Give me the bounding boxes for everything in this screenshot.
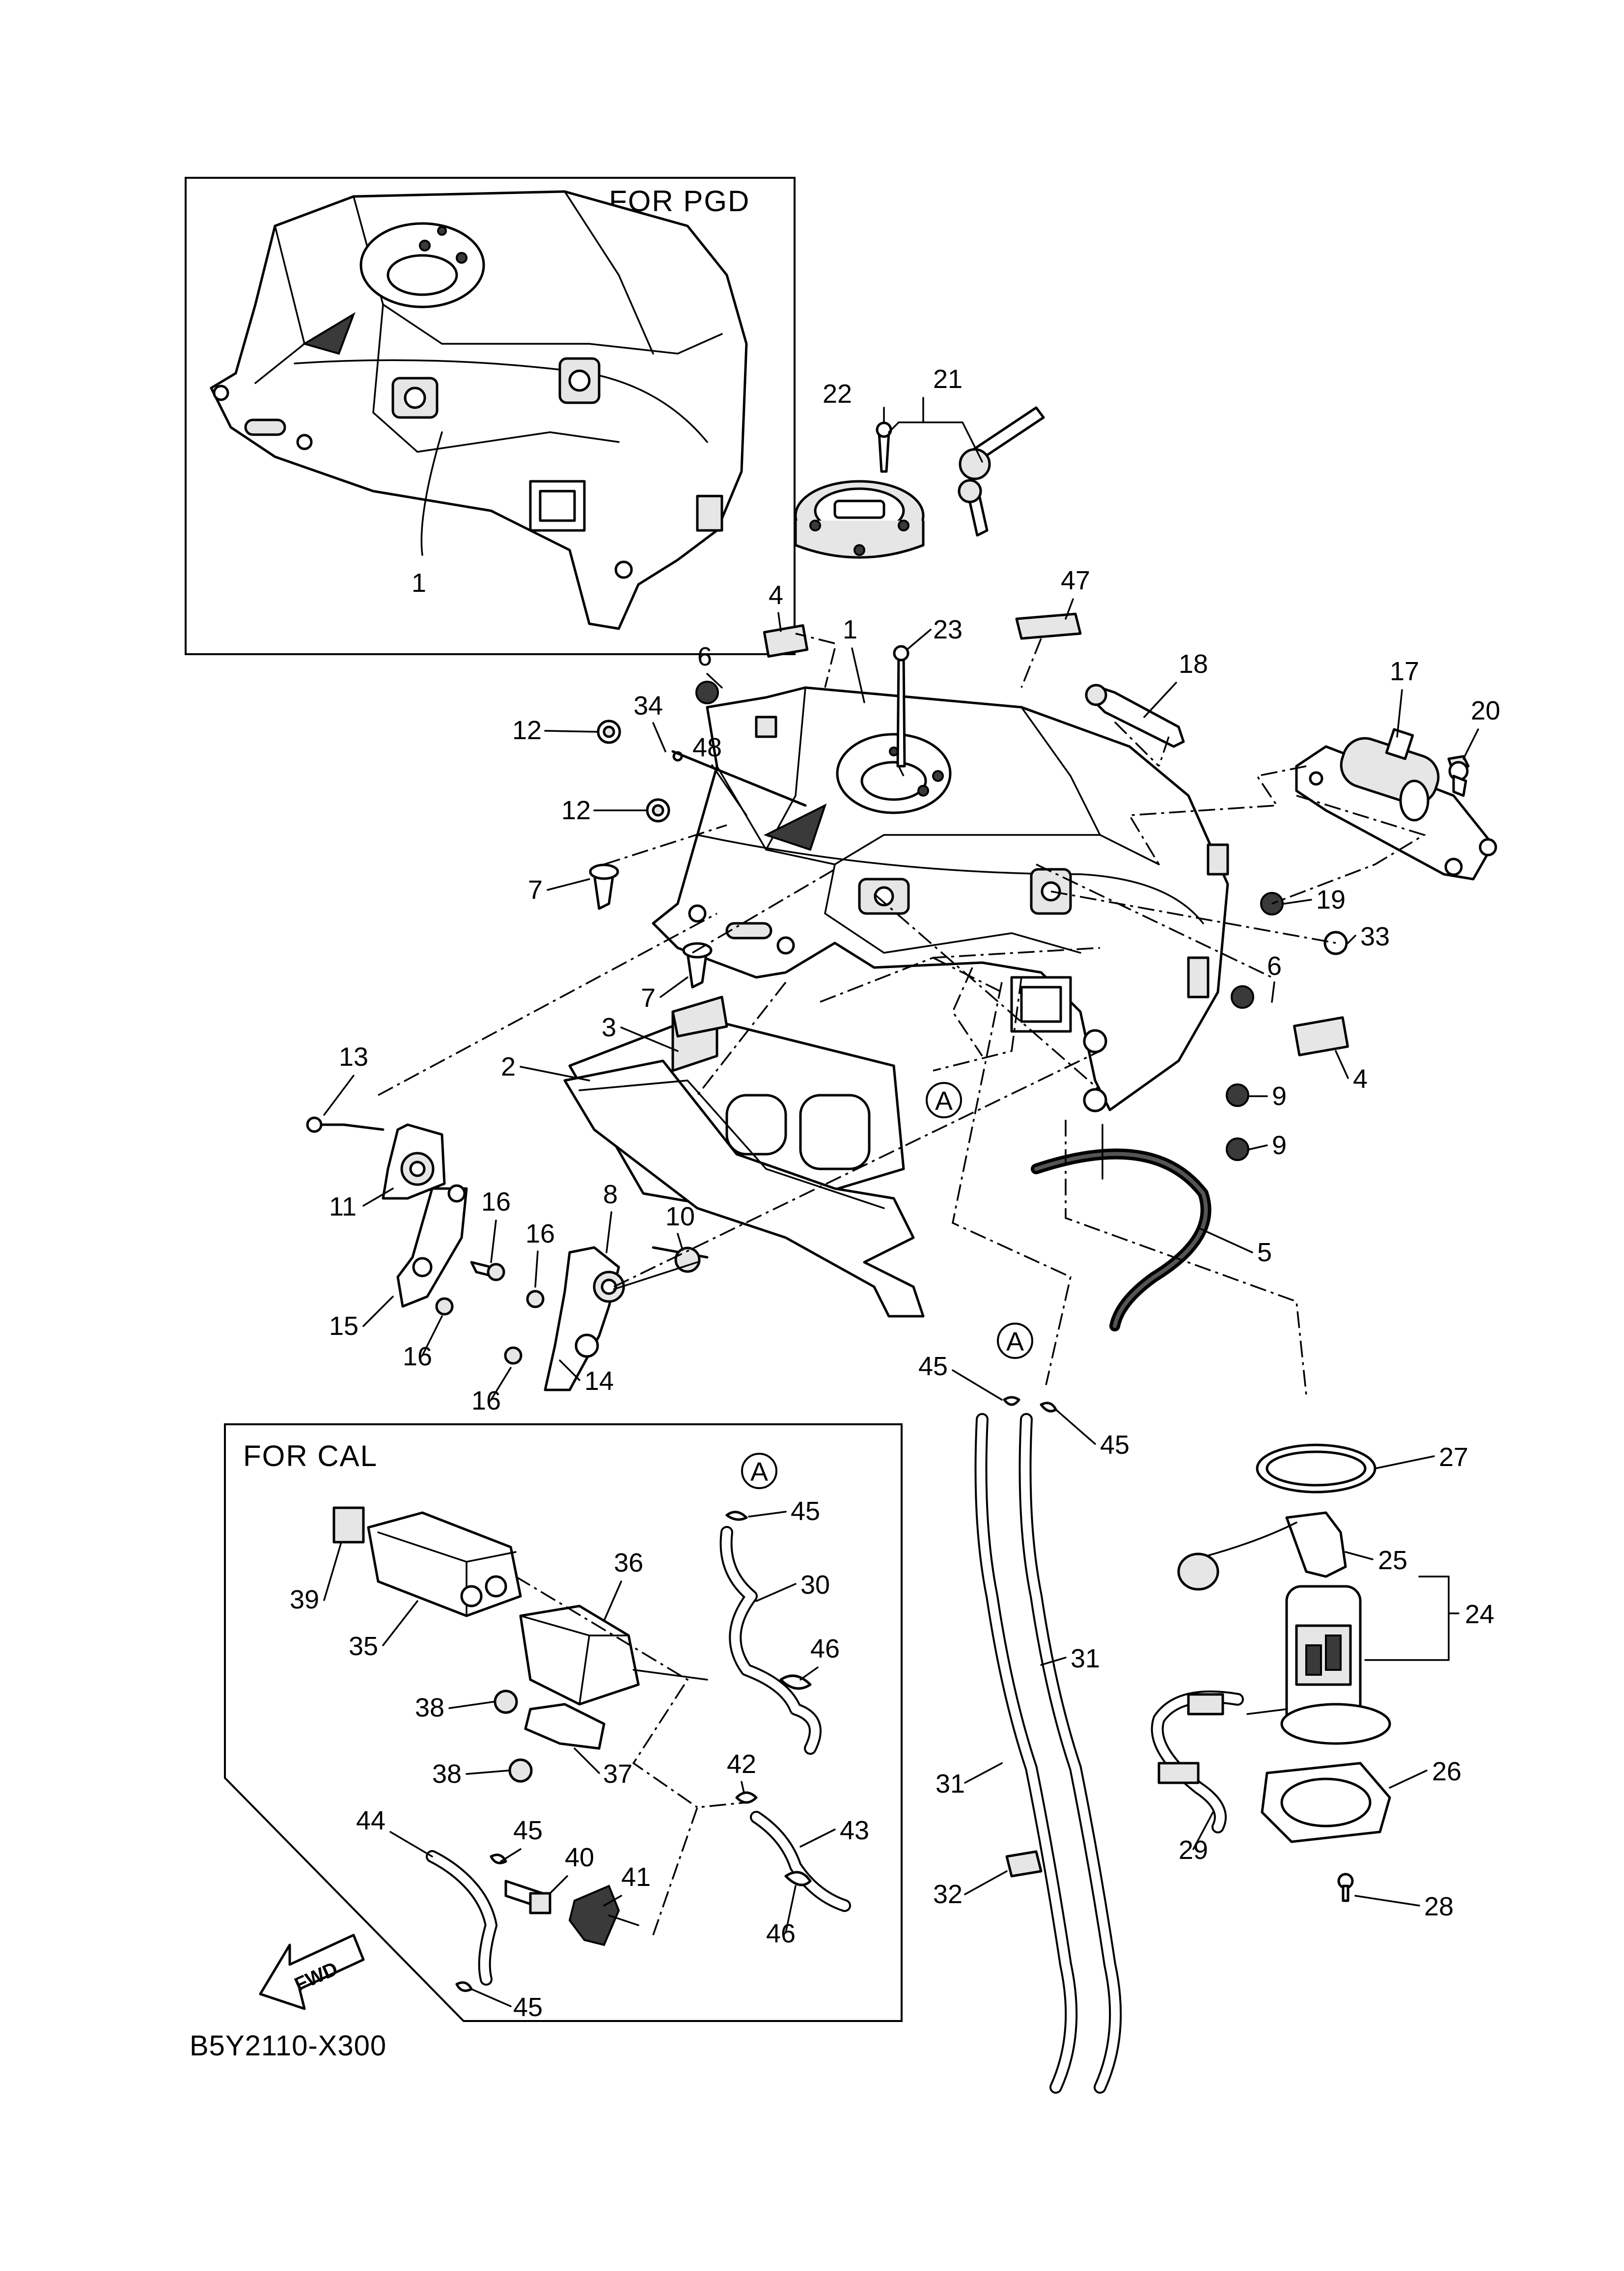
callout-2: 2 xyxy=(501,1052,516,1081)
callout-40: 40 xyxy=(565,1843,594,1872)
svg-text:A: A xyxy=(935,1086,953,1116)
callout-7-a: 7 xyxy=(528,875,543,905)
callout-19: 19 xyxy=(1316,885,1346,914)
diagram-ref-code: B5Y2110-X300 xyxy=(190,2030,386,2062)
callout-7-b: 7 xyxy=(641,983,656,1013)
callout-11: 11 xyxy=(329,1192,357,1221)
callout-13: 13 xyxy=(339,1042,368,1072)
callout-45-c: 45 xyxy=(791,1496,820,1526)
hose-5 xyxy=(1031,1148,1211,1331)
callout-14: 14 xyxy=(584,1366,614,1396)
fwd-arrow-icon: FWD xyxy=(259,1934,365,2010)
callout-15: 15 xyxy=(329,1311,358,1341)
callouts: 1 2 3 4 4 5 6 6 7 7 8 9 9 10 xyxy=(290,566,1500,2022)
hoses-31 xyxy=(974,1396,1122,2094)
ref-marker-a-3: A xyxy=(741,1453,777,1489)
hose-43 xyxy=(735,1791,851,1912)
callout-4-a: 4 xyxy=(769,581,783,610)
svg-text:A: A xyxy=(1006,1327,1024,1357)
mount-brackets xyxy=(306,1116,709,1391)
main-fuel-tank xyxy=(652,686,1229,1112)
callout-12-b: 12 xyxy=(561,796,591,825)
callout-6-a: 6 xyxy=(697,642,712,671)
callout-27: 27 xyxy=(1439,1442,1468,1472)
callout-9-b: 9 xyxy=(1272,1131,1287,1160)
callout-1: 1 xyxy=(843,615,857,644)
canister-35 xyxy=(332,1506,522,1617)
callout-34: 34 xyxy=(633,691,663,720)
callout-31-b: 31 xyxy=(936,1769,965,1799)
callout-18: 18 xyxy=(1179,649,1208,679)
callout-31-a: 31 xyxy=(1071,1644,1100,1673)
hose-30 xyxy=(719,1511,822,1755)
bracket-36 xyxy=(519,1605,640,1706)
hose-44 xyxy=(426,1850,507,1992)
callout-32: 32 xyxy=(933,1880,963,1909)
callout-16-b: 16 xyxy=(525,1219,555,1248)
callout-46-a: 46 xyxy=(810,1634,840,1663)
callout-5: 5 xyxy=(1257,1238,1272,1267)
callout-37: 37 xyxy=(603,1759,633,1789)
bracket-37 xyxy=(494,1689,606,1783)
callout-43: 43 xyxy=(840,1816,869,1845)
callout-39: 39 xyxy=(290,1585,319,1614)
callout-47: 47 xyxy=(1061,566,1090,595)
panel-parts xyxy=(563,996,925,1318)
callout-22: 22 xyxy=(823,379,852,409)
callout-28: 28 xyxy=(1424,1892,1454,1921)
ref-marker-a-1: A xyxy=(926,1082,962,1118)
callout-38-a: 38 xyxy=(415,1693,444,1722)
callout-3: 3 xyxy=(602,1013,616,1042)
callout-12-a: 12 xyxy=(512,716,542,745)
cal-box: FOR CAL xyxy=(224,1423,903,2022)
svg-text:A: A xyxy=(750,1457,768,1487)
callout-44: 44 xyxy=(356,1806,385,1835)
callout-45-d: 45 xyxy=(513,1816,543,1845)
callout-9-a: 9 xyxy=(1272,1081,1287,1111)
callout-45-e: 45 xyxy=(513,1993,543,2022)
callout-8: 8 xyxy=(603,1180,618,1209)
callout-23: 23 xyxy=(933,615,963,644)
small-fasteners xyxy=(589,612,1469,1161)
ref-marker-a-2: A xyxy=(997,1323,1033,1359)
callout-20: 20 xyxy=(1471,696,1500,725)
callout-17: 17 xyxy=(1390,657,1419,686)
key-icon xyxy=(958,406,1045,537)
callout-25: 25 xyxy=(1378,1546,1407,1575)
callout-24: 24 xyxy=(1465,1600,1494,1629)
fuel-pump-assembly xyxy=(1151,1443,1391,1902)
callout-35: 35 xyxy=(349,1632,378,1661)
callout-33: 33 xyxy=(1360,922,1390,951)
cal-box-title: FOR CAL xyxy=(243,1440,378,1472)
valve-40-41 xyxy=(504,1576,747,1946)
callout-21: 21 xyxy=(933,364,963,394)
callout-45-a: 45 xyxy=(918,1352,948,1381)
fuel-cap-assembly: 22 21 xyxy=(794,364,1045,559)
callout-30: 30 xyxy=(800,1570,830,1600)
callout-38-b: 38 xyxy=(432,1759,462,1789)
callout-6-b: 6 xyxy=(1267,951,1282,981)
callout-42: 42 xyxy=(727,1749,756,1779)
callout-4-b: 4 xyxy=(1353,1064,1368,1094)
callout-16-a: 16 xyxy=(481,1187,511,1217)
callout-45-b: 45 xyxy=(1100,1430,1129,1460)
callout-36: 36 xyxy=(614,1548,643,1578)
callout-10: 10 xyxy=(665,1202,695,1231)
reference-lines xyxy=(378,633,1427,1395)
callout-1-pgd: 1 xyxy=(412,568,426,598)
callout-29: 29 xyxy=(1179,1835,1208,1865)
callout-41: 41 xyxy=(621,1862,651,1892)
pgd-box: FOR PGD 1 xyxy=(185,177,796,655)
callout-26: 26 xyxy=(1432,1757,1461,1786)
callout-46-b: 46 xyxy=(766,1919,796,1948)
callout-48: 48 xyxy=(692,733,722,762)
